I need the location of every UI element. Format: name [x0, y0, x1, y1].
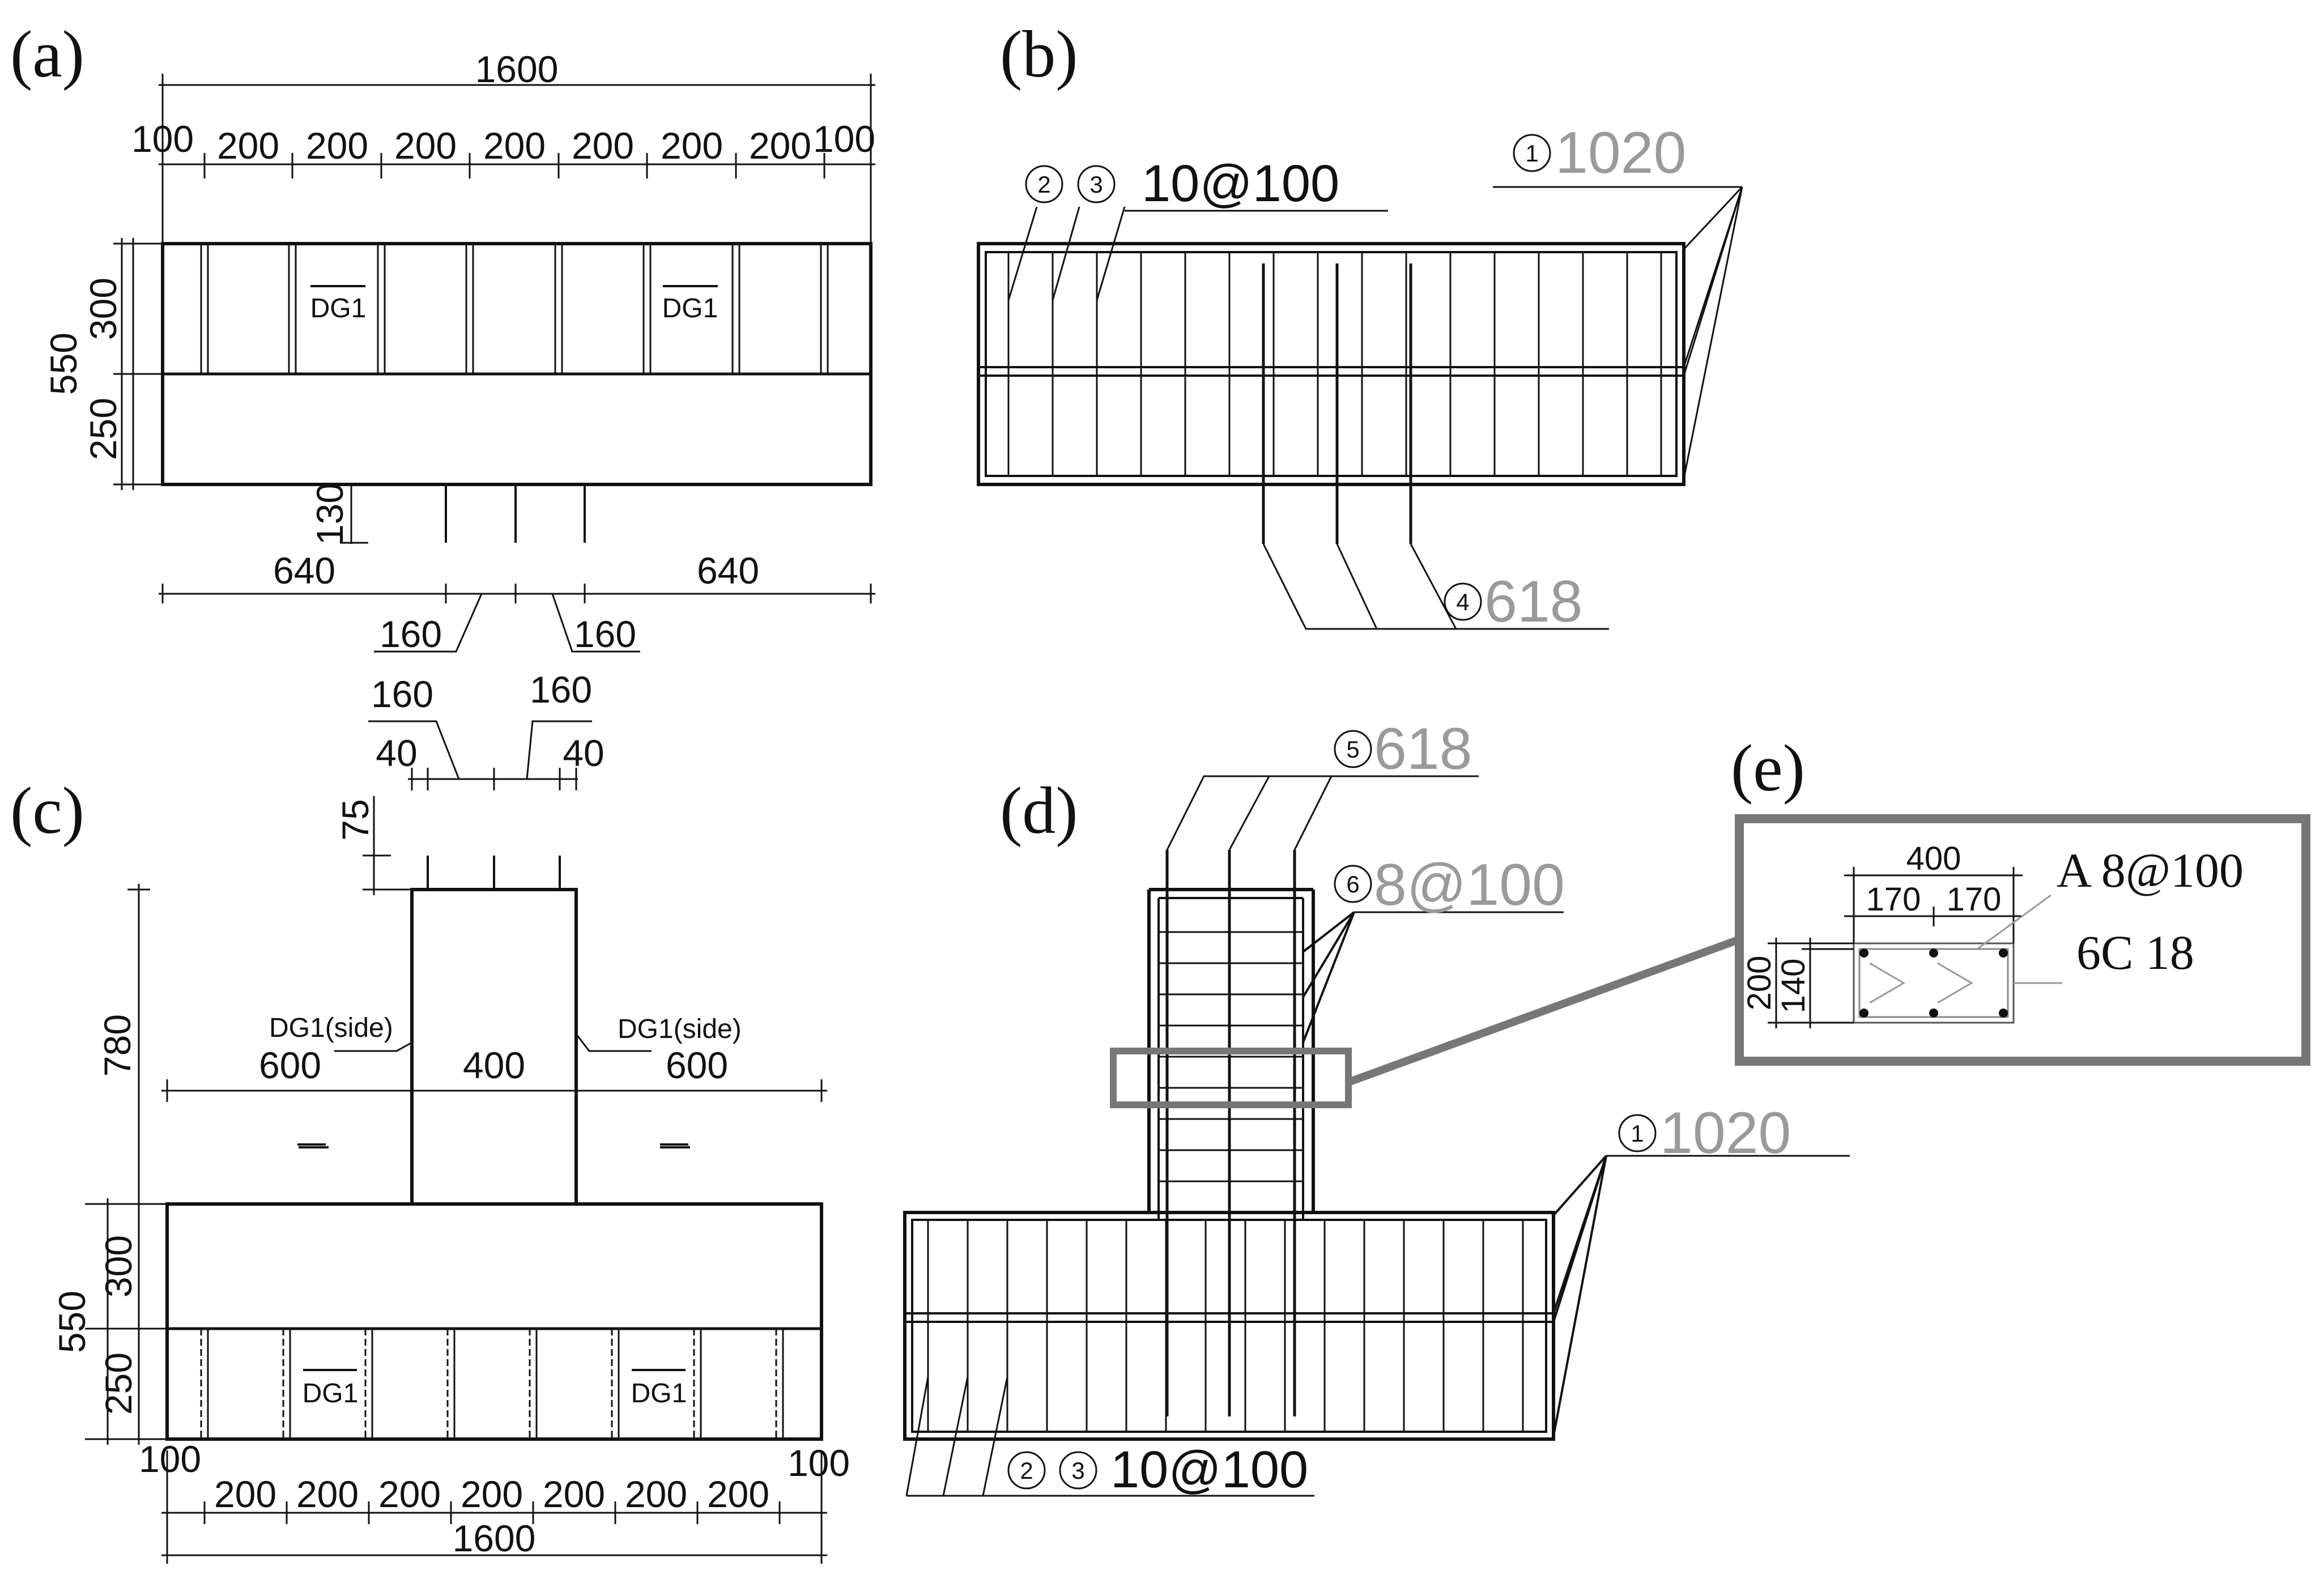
a-stirrups	[200, 244, 829, 374]
b-bar-1-spec: 1020	[1555, 120, 1686, 186]
c-edge-right: 100	[788, 1442, 850, 1484]
panel-e-label: (e)	[1731, 731, 1805, 805]
a-gauge-left: DG1	[310, 293, 367, 324]
d-bar-2-num: 2	[1020, 1457, 1033, 1484]
c-seg-0: 200	[214, 1473, 276, 1515]
c-seg-3: 200	[461, 1473, 523, 1515]
b-bars-23-spec: 10@100	[1142, 155, 1339, 212]
panel-c	[85, 720, 827, 1564]
d-bars-23-spec: 10@100	[1110, 1441, 1308, 1499]
c-top-spacing-right: 160	[530, 669, 592, 710]
e-width: 400	[1906, 840, 1961, 877]
a-embed-depth: 130	[309, 483, 351, 545]
a-height-upper: 300	[82, 278, 124, 340]
panel-d-label: (d)	[1000, 773, 1078, 848]
d-zoom-box	[1110, 1048, 1352, 1108]
c-height-upper: 300	[97, 1235, 139, 1297]
a-height-lower: 250	[82, 398, 124, 460]
b-stirrups	[1007, 252, 1662, 476]
c-seg-2: 200	[378, 1473, 441, 1515]
d-bar-6-num: 6	[1346, 871, 1359, 897]
panel-a-label: (a)	[10, 17, 84, 91]
c-cover-right: 40	[563, 732, 604, 774]
c-seg-5: 200	[625, 1473, 687, 1515]
d-bar-3-num: 3	[1071, 1457, 1084, 1484]
d-bar-6-spec: 8@100	[1374, 852, 1565, 918]
a-left-edge: 640	[273, 550, 335, 592]
a-seg-2: 200	[306, 125, 368, 167]
a-seg-7: 200	[749, 125, 811, 167]
panel-b-label: (b)	[1000, 17, 1078, 91]
e-inner-height: 140	[1775, 959, 1812, 1014]
e-stirrup-spec: A 8@100	[2057, 843, 2244, 897]
a-seg-5: 200	[572, 125, 634, 167]
e-longitudinal-spec: 6C 18	[2076, 925, 2194, 980]
panel-e	[1735, 814, 2310, 1066]
c-gauge-right: DG1	[631, 1378, 687, 1409]
c-seg-1: 200	[296, 1473, 359, 1515]
c-column-height: 780	[96, 1014, 138, 1077]
c-column-width: 400	[463, 1044, 525, 1086]
c-top-spacing-left: 160	[371, 673, 433, 715]
e-rebar-dots	[1859, 948, 2008, 1018]
a-gauge-right: DG1	[662, 293, 718, 324]
a-seg-8: 100	[813, 118, 875, 160]
c-left-span: 600	[259, 1044, 321, 1086]
c-height-total: 550	[51, 1291, 93, 1353]
b-bar-2-num: 2	[1037, 171, 1050, 198]
e-inset-frame	[1735, 814, 2310, 1066]
e-spacing-left: 170	[1866, 881, 1921, 918]
a-right-edge: 640	[697, 550, 759, 592]
c-right-span: 600	[666, 1044, 728, 1086]
panel-d	[903, 775, 1850, 1497]
c-height-lower: 250	[97, 1352, 139, 1415]
a-height-total: 550	[42, 333, 84, 395]
d-bar-1-num: 1	[1631, 1120, 1644, 1147]
c-gauge-side-right: DG1(side)	[618, 1014, 742, 1044]
c-embed: 75	[334, 799, 376, 840]
a-seg-6: 200	[661, 125, 723, 167]
c-stirrups	[200, 1329, 784, 1439]
a-foundation-outline	[161, 242, 872, 486]
d-stirrups	[927, 1220, 1524, 1432]
c-total-width: 1600	[453, 1517, 536, 1559]
a-spacing-left: 160	[380, 613, 442, 655]
b-bar-1-num: 1	[1525, 140, 1538, 167]
d-bar-5-spec: 618	[1374, 716, 1472, 782]
a-seg-1: 200	[217, 125, 279, 167]
c-seg-4: 200	[543, 1473, 605, 1515]
e-spacing-right: 170	[1947, 881, 2002, 918]
c-cover-left: 40	[376, 732, 417, 774]
a-seg-3: 200	[394, 125, 457, 167]
c-seg-6: 200	[707, 1473, 769, 1515]
panel-c-label: (c)	[10, 773, 84, 848]
b-bar-4-spec: 618	[1484, 569, 1583, 635]
c-gauge-side-left: DG1(side)	[269, 1013, 393, 1043]
c-edge-left: 100	[139, 1438, 201, 1480]
d-bar-5-num: 5	[1346, 736, 1359, 763]
a-seg-0: 100	[131, 118, 194, 160]
a-spacing-right: 160	[574, 613, 636, 655]
panel-b	[977, 186, 1743, 630]
panel-a	[113, 74, 875, 653]
e-height: 200	[1741, 956, 1778, 1011]
d-bar-1-spec: 1020	[1660, 1100, 1791, 1166]
a-total-width: 1600	[475, 48, 559, 90]
b-bar-3-num: 3	[1089, 171, 1103, 198]
b-bar-4-num: 4	[1456, 589, 1469, 615]
c-gauge-left: DG1	[303, 1378, 359, 1409]
a-seg-4: 200	[483, 125, 546, 167]
